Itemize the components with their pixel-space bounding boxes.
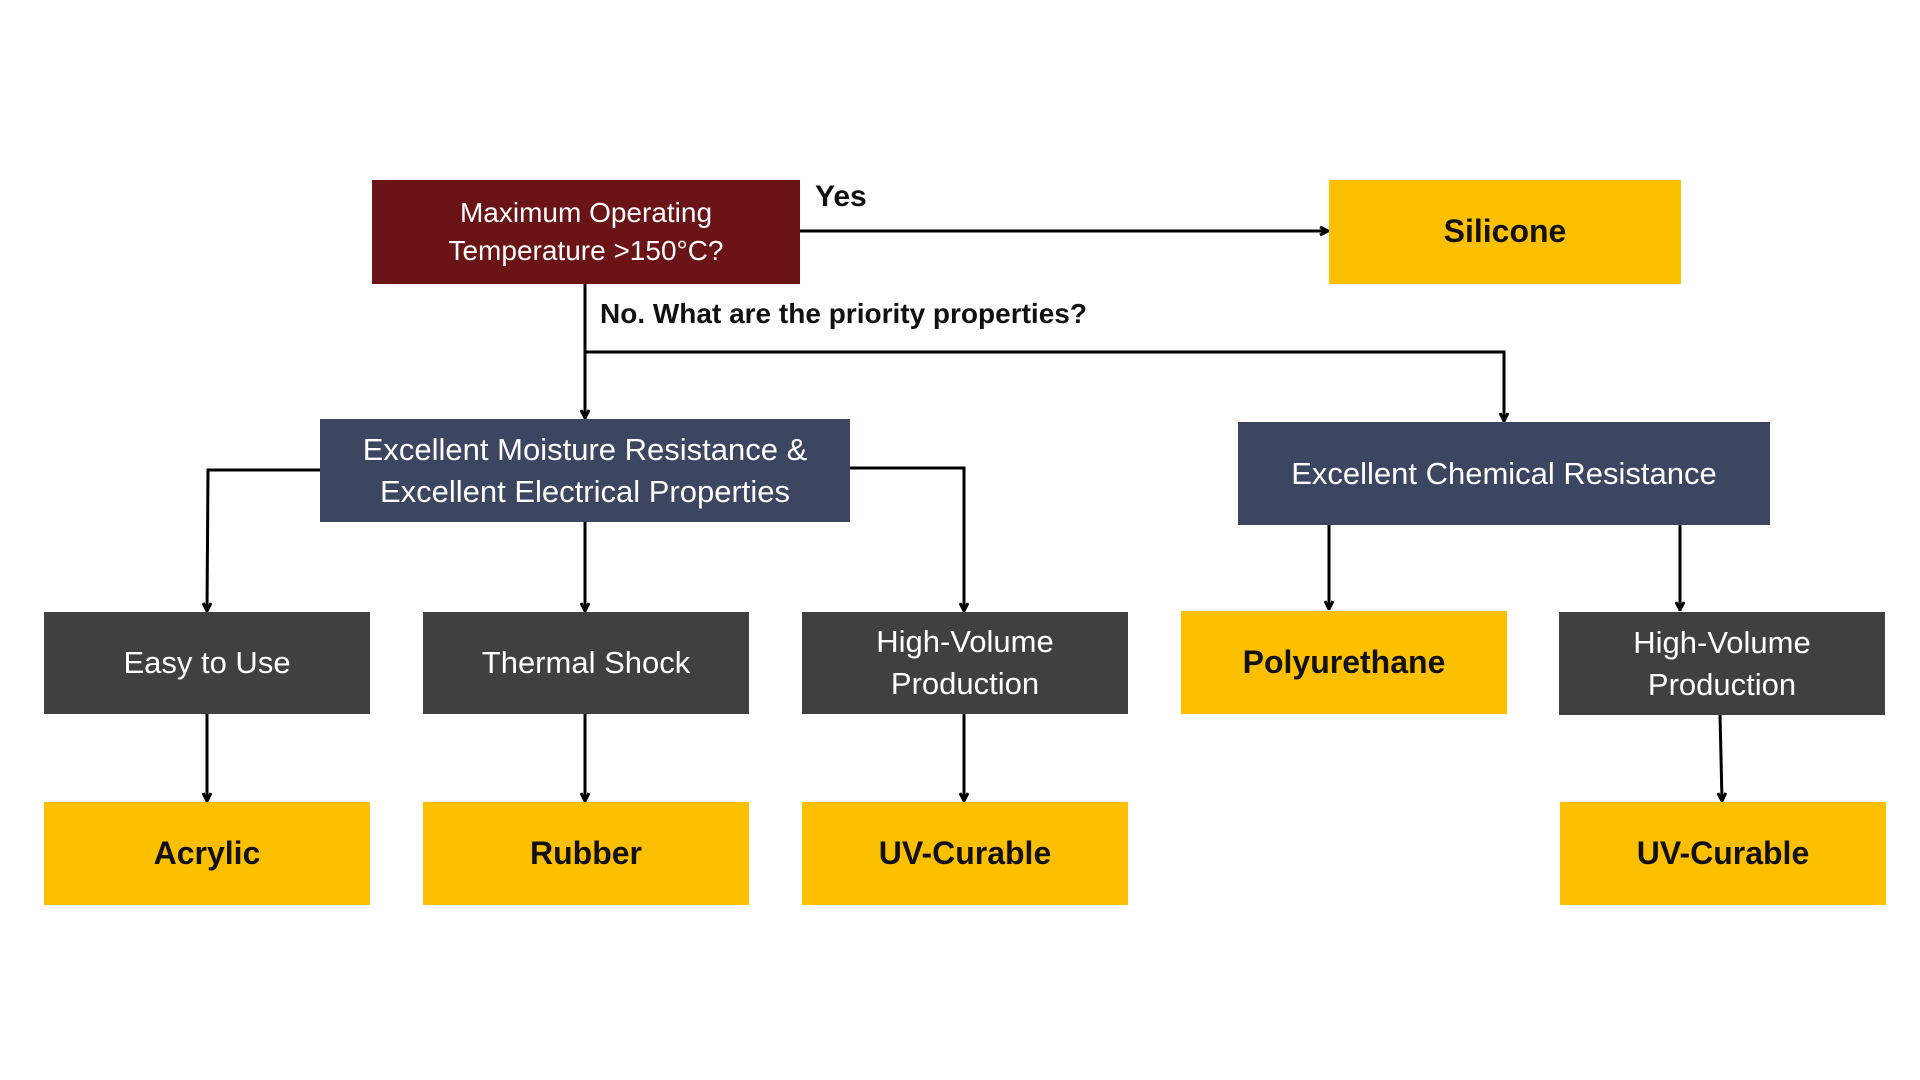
rubber-label: Rubber — [530, 834, 642, 871]
polyurethane-node: Polyurethane — [1181, 611, 1507, 714]
silicone-label: Silicone — [1443, 213, 1567, 250]
priority-properties-label: No. What are the priority properties? — [600, 298, 1087, 329]
temperature-question-text: Maximum Operating Temperature >150°C? — [448, 197, 724, 266]
temperature-question-node: Maximum Operating Temperature >150°C? — [372, 180, 800, 284]
acrylic-node: Acrylic — [44, 802, 370, 905]
rubber-node: Rubber — [423, 802, 749, 905]
arrow-to-high-volume-left — [850, 466, 964, 611]
thermal-shock-node: Thermal Shock — [423, 612, 749, 714]
yes-label: Yes — [815, 180, 867, 213]
high-volume-right-label: High-Volume Production — [1633, 624, 1811, 702]
thermal-shock-label: Thermal Shock — [481, 645, 691, 681]
polyurethane-label: Polyurethane — [1242, 643, 1446, 680]
easy-to-use-label: Easy to Use — [123, 645, 291, 681]
silicone-node: Silicone — [1329, 180, 1681, 284]
moisture-electrical-label: Excellent Moisture Resistance & Excellen… — [362, 431, 808, 509]
high-volume-left-node: High-Volume Production — [802, 612, 1128, 714]
uv-curable-right-node: UV-Curable — [1560, 802, 1886, 905]
easy-to-use-node: Easy to Use — [44, 612, 370, 714]
uv-curable-left-node: UV-Curable — [802, 802, 1128, 905]
acrylic-label: Acrylic — [153, 834, 261, 871]
uv-curable-left-label: UV-Curable — [878, 834, 1052, 871]
uv-curable-right-label: UV-Curable — [1636, 834, 1810, 871]
arrow-to-uv-curable-right — [1720, 713, 1722, 801]
no-arrow-right — [585, 350, 1504, 421]
moisture-electrical-node: Excellent Moisture Resistance & Excellen… — [320, 419, 850, 522]
high-volume-right-node: High-Volume Production — [1559, 612, 1885, 715]
arrow-to-easy-to-use — [207, 468, 320, 611]
high-volume-left-label: High-Volume Production — [876, 624, 1054, 701]
chemical-resistance-label: Excellent Chemical Resistance — [1291, 455, 1717, 491]
chemical-resistance-node: Excellent Chemical Resistance — [1238, 422, 1770, 525]
